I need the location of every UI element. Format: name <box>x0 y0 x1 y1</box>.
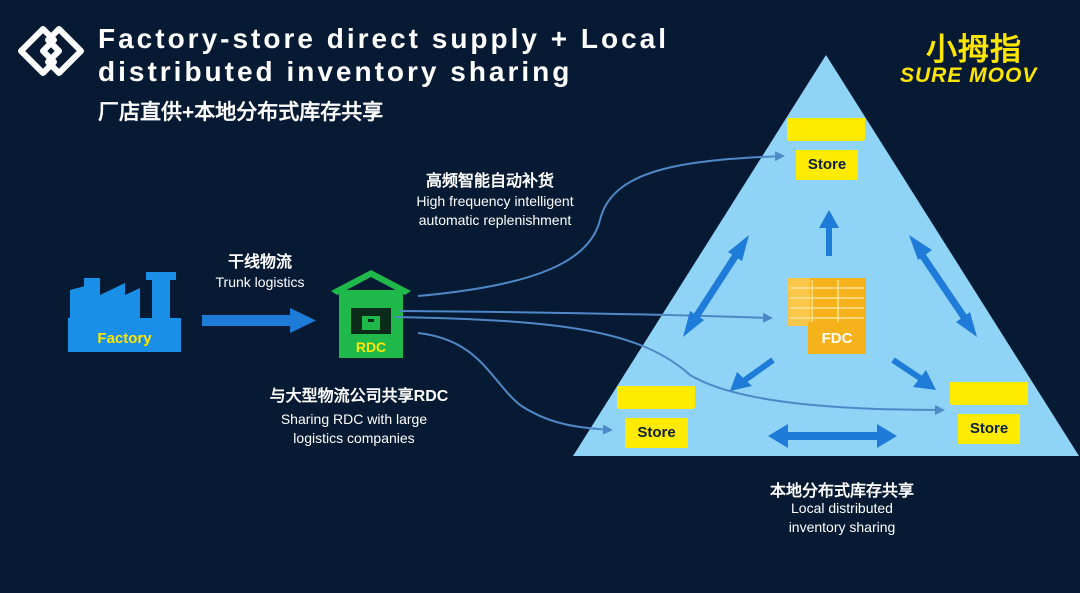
store-top-icon <box>787 118 865 180</box>
share-rdc-label-en-line1: Sharing RDC with large <box>280 411 428 427</box>
replenish-label-en: High frequency intelligent automatic rep… <box>380 192 610 230</box>
replenish-label-en-line2: automatic replenishment <box>418 212 572 228</box>
flow-to-store-left <box>417 332 613 435</box>
page-title-line1: Factory-store direct supply + Local <box>98 23 670 54</box>
page-title: Factory-store direct supply + Local dist… <box>98 22 669 88</box>
store-top-label: Store <box>807 156 847 173</box>
share-rdc-label-zh: 与大型物流公司共享RDC <box>269 388 449 405</box>
flow-to-fdc <box>399 310 773 323</box>
page-title-line2: distributed inventory sharing <box>98 56 573 87</box>
page-subtitle-zh: 厂店直供+本地分布式库存共享 <box>98 101 384 124</box>
share-rdc-label-en-line2: logistics companies <box>293 430 415 446</box>
store-right-label: Store <box>969 420 1009 437</box>
fdc-label: FDC <box>821 330 853 347</box>
trunk-arrow <box>202 308 316 333</box>
share-rdc-label-en: Sharing RDC with large logistics compani… <box>244 410 464 448</box>
arrow-store-left-store-right <box>768 424 897 448</box>
trunk-label-en: Trunk logistics <box>215 274 305 290</box>
warehouse-icon <box>331 270 411 358</box>
local-sharing-label-zh: 本地分布式库存共享 <box>769 483 914 500</box>
logo-icon <box>18 26 84 76</box>
local-sharing-label-en-line1: Local distributed <box>791 500 893 516</box>
arrow-fdc-to-store-left <box>730 357 775 391</box>
arrow-store-top-store-right <box>909 235 977 337</box>
factory-label: Factory <box>97 330 152 347</box>
arrow-fdc-to-store-top <box>819 210 839 256</box>
trunk-label-zh: 干线物流 <box>227 254 292 271</box>
flow-to-store-top <box>417 151 785 297</box>
store-left-icon <box>617 386 695 448</box>
store-left-label: Store <box>637 424 676 441</box>
local-sharing-label-en: Local distributed inventory sharing <box>742 499 942 537</box>
rdc-label: RDC <box>355 339 387 355</box>
local-sharing-label-en-line2: inventory sharing <box>788 519 896 535</box>
brand-name-en: SURE MOOV <box>900 64 1038 87</box>
arrow-fdc-to-store-right <box>891 357 936 390</box>
brand-name-zh: 小拇指 <box>926 32 1022 67</box>
replenish-label-zh: 高频智能自动补货 <box>425 173 554 190</box>
store-right-icon <box>950 382 1028 444</box>
factory-icon <box>68 272 181 352</box>
arrow-store-top-store-left <box>683 235 749 337</box>
flow-to-store-right <box>394 316 945 415</box>
shelves-icon <box>788 278 866 354</box>
replenish-label-en-line1: High frequency intelligent <box>416 193 574 209</box>
